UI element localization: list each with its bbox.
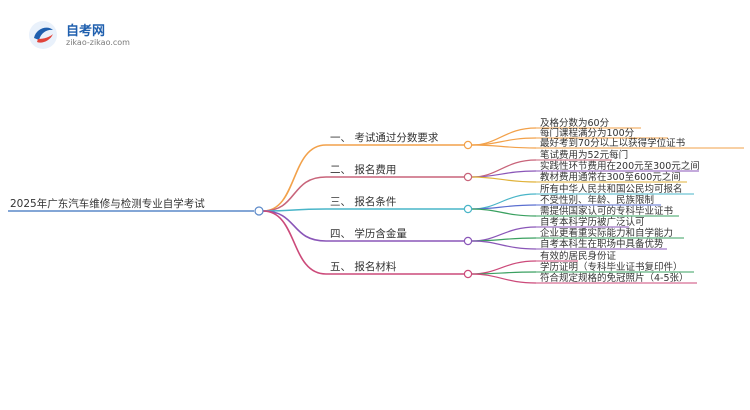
branch-connector xyxy=(463,236,473,246)
branch-connector xyxy=(463,269,473,279)
leaf-label: 不受性别、年龄、民族限制 xyxy=(540,194,654,206)
leaf-node[interactable]: 每门课程满分为100分 xyxy=(536,127,668,139)
leaf-label: 最好考到70分以上以获得学位证书 xyxy=(540,137,686,149)
leaf-label: 学历证明（专科毕业证书复印件） xyxy=(540,261,683,273)
leaf-link xyxy=(471,176,537,183)
branch-link xyxy=(262,176,327,212)
leaf-node[interactable]: 及格分数为60分 xyxy=(536,117,641,129)
branch-link xyxy=(262,210,327,275)
leaf-link xyxy=(471,208,537,217)
leaf-label: 有效的居民身份证 xyxy=(540,250,617,262)
leaf-link xyxy=(471,170,537,178)
branch-label: 五、 报名材料 xyxy=(330,260,397,273)
leaf-node[interactable]: 不受性别、年龄、民族限制 xyxy=(536,194,661,206)
leaf-link xyxy=(471,127,537,146)
leaf-link xyxy=(471,273,537,284)
leaf-node[interactable]: 需提供国家认可的专科毕业证书 xyxy=(536,205,679,217)
leaf-node[interactable]: 符合规定规格的免冠照片（4-5张） xyxy=(536,272,697,284)
mind-map-links xyxy=(262,127,537,284)
leaf-label: 自考本科生在职场中具备优势 xyxy=(540,238,664,250)
leaf-label: 自考本科学历被广泛认可 xyxy=(540,216,645,228)
branch-node-3[interactable]: 三、 报名条件 xyxy=(326,195,473,214)
leaf-node[interactable]: 笔试费用为52元每门 xyxy=(536,149,628,161)
leaf-link xyxy=(471,144,537,149)
leaf-node[interactable]: 企业更看重实际能力和自学能力 xyxy=(536,227,684,239)
leaf-link xyxy=(471,204,537,210)
leaf-label: 笔试费用为52元每门 xyxy=(540,149,628,161)
leaf-label: 需提供国家认可的专科毕业证书 xyxy=(540,205,674,217)
root-connector xyxy=(254,206,264,216)
leaf-node[interactable]: 学历证明（专科毕业证书复印件） xyxy=(536,261,694,273)
branch-label: 一、 考试通过分数要求 xyxy=(330,131,439,144)
leaf-label: 企业更看重实际能力和自学能力 xyxy=(540,227,673,239)
leaf-label: 符合规定规格的免冠照片（4-5张） xyxy=(540,272,689,284)
leaf-node[interactable]: 所有中华人民共和国公民均可报名 xyxy=(536,183,694,195)
leaf-label: 所有中华人民共和国公民均可报名 xyxy=(540,183,683,195)
logo-icon xyxy=(29,21,57,49)
branch-node-2[interactable]: 二、 报名费用 xyxy=(326,163,473,182)
root-label: 2025年广东汽车维修与检测专业自学考试 xyxy=(10,197,205,210)
leaf-node[interactable]: 自考本科生在职场中具备优势 xyxy=(536,238,667,250)
branch-node-4[interactable]: 四、 学历含金量 xyxy=(326,227,473,246)
logo-title: 自考网 xyxy=(66,24,106,39)
branch-connector xyxy=(463,204,473,214)
branch-label: 四、 学历含金量 xyxy=(330,227,407,240)
leaf-label: 及格分数为60分 xyxy=(540,117,610,129)
leaf-node[interactable]: 教材费用通常在300至600元之间 xyxy=(536,171,687,183)
leaf-label: 实践性环节费用在200元至300元之间 xyxy=(540,160,700,172)
branch-connector xyxy=(463,172,473,182)
leaf-link xyxy=(471,237,537,242)
site-logo[interactable]: 自考网 zikao-zikao.com xyxy=(28,18,148,52)
leaf-link xyxy=(471,159,537,178)
branch-group: 一、 考试通过分数要求 及格分数为60分每门课程满分为100分最好考到70分以上以… xyxy=(326,117,744,284)
leaf-link xyxy=(471,240,537,250)
branch-link xyxy=(262,210,327,242)
leaf-node[interactable]: 有效的居民身份证 xyxy=(536,250,617,262)
logo-subtitle: zikao-zikao.com xyxy=(66,38,130,47)
branch-label: 三、 报名条件 xyxy=(330,195,396,208)
root-node[interactable]: 2025年广东汽车维修与检测专业自学考试 xyxy=(8,197,264,216)
branch-connector xyxy=(463,140,473,150)
branch-link xyxy=(262,144,327,212)
branch-label: 二、 报名费用 xyxy=(330,163,396,176)
leaf-node[interactable]: 自考本科学历被广泛认可 xyxy=(536,216,645,228)
leaf-node[interactable]: 实践性环节费用在200元至300元之间 xyxy=(536,160,700,172)
branch-node-5[interactable]: 五、 报名材料 xyxy=(326,260,473,279)
leaf-label: 教材费用通常在300至600元之间 xyxy=(540,171,681,183)
branch-node-1[interactable]: 一、 考试通过分数要求 xyxy=(326,131,473,150)
leaf-node[interactable]: 最好考到70分以上以获得学位证书 xyxy=(536,137,744,149)
leaf-label: 每门课程满分为100分 xyxy=(540,127,635,139)
